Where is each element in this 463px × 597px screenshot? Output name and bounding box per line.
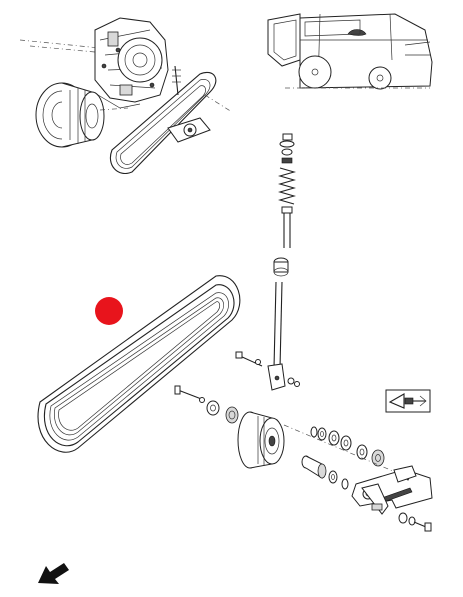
drive-belt-icon: [37, 275, 241, 453]
bushing-icon: [301, 455, 349, 490]
belt-tensioner-icon: [167, 65, 233, 143]
mounting-bracket-icon: [351, 465, 433, 515]
bracket-bolt-icon: [398, 512, 432, 532]
spacer-stack-icon: [283, 424, 401, 475]
lubrication-note-icon: [385, 389, 431, 413]
idler-pulley-icon: [174, 385, 285, 469]
spring-icon: [277, 167, 297, 205]
callout-marker[interactable]: [95, 297, 123, 325]
direction-arrow-icon: [38, 563, 69, 584]
axle-bolt-icon: [174, 385, 205, 403]
clutch-pulley-icon: [35, 82, 129, 148]
rod-bolt-icon: [235, 351, 263, 367]
upper-belt-icon: [110, 72, 217, 174]
engine-assembly-icon: [19, 17, 169, 109]
combine-harvester-icon: [267, 13, 433, 90]
tension-rod-icon: [235, 133, 300, 391]
